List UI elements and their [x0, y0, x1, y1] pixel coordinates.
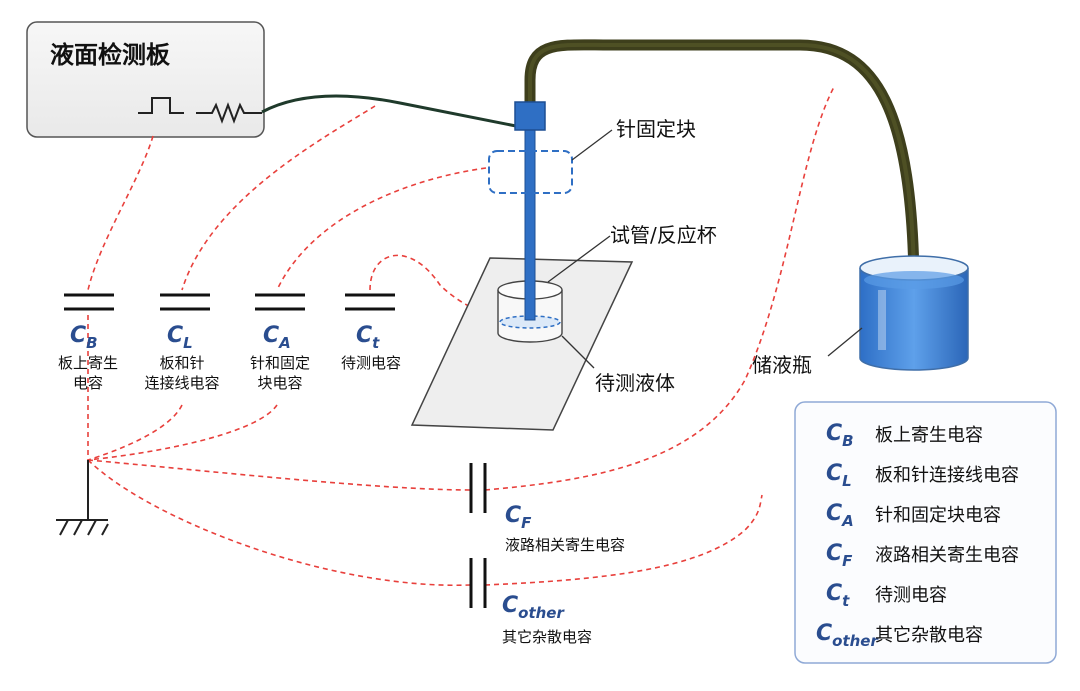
svg-text:连接线电容: 连接线电容 [144, 374, 219, 392]
svg-text:块电容: 块电容 [257, 374, 302, 392]
svg-text:Ct: Ct [356, 323, 380, 352]
legend-item: CA 针和固定块电容 [826, 501, 1001, 530]
label-liquid: 待测液体 [595, 371, 675, 395]
pulse-icon [138, 97, 184, 114]
connection-wire [261, 94, 517, 128]
legend-item: CB 板上寄生电容 [826, 421, 983, 450]
legend-symbol: CL [826, 461, 852, 490]
probe-needle [524, 129, 536, 321]
cap-label-l: CL 板和针 连接线电容 [144, 323, 219, 392]
needle-top-block [514, 101, 546, 131]
liquid-hose [524, 39, 920, 286]
legend-description: 待测电容 [875, 585, 947, 606]
legend [794, 401, 1057, 664]
svg-text:待测电容: 待测电容 [341, 354, 401, 372]
board-title: 液面检测板 [50, 41, 171, 69]
svg-text:CA: CA [263, 323, 291, 352]
legend-description: 针和固定块电容 [875, 505, 1001, 526]
callout-lines [547, 129, 863, 369]
vertical-capacitor-other: Cother 其它杂散电容 [469, 558, 592, 646]
resistor-icon [196, 102, 262, 124]
legend-description: 板上寄生电容 [875, 425, 983, 446]
svg-text:液路相关寄生电容: 液路相关寄生电容 [505, 536, 625, 554]
legend-item: Ct 待测电容 [826, 581, 947, 610]
legend-item: CF 液路相关寄生电容 [826, 541, 1019, 570]
svg-text:其它杂散电容: 其它杂散电容 [502, 628, 592, 646]
svg-text:Cother: Cother [502, 593, 565, 622]
legend-description: 液路相关寄生电容 [875, 545, 1019, 566]
capacitor-symbols [64, 293, 395, 311]
reservoir-bottle [859, 255, 969, 371]
label-bottle: 储液瓶 [752, 353, 812, 377]
svg-text:板上寄生: 板上寄生 [58, 354, 118, 372]
legend-description: 板和针连接线电容 [875, 465, 1019, 486]
parasitic-lines [87, 84, 836, 587]
cap-label-t: Ct 待测电容 [341, 323, 401, 372]
detection-board: 液面检测板 [26, 21, 265, 138]
legend-symbol: CA [826, 501, 854, 530]
legend-symbol: Ct [826, 581, 850, 610]
svg-text:CF: CF [505, 503, 532, 532]
sample-tray [410, 257, 634, 431]
cap-label-a: CA 针和固定 块电容 [250, 323, 310, 392]
legend-description: 其它杂散电容 [875, 625, 983, 646]
svg-text:针和固定: 针和固定 [250, 354, 310, 372]
cap-label-b: CB 板上寄生 电容 [58, 323, 118, 392]
vertical-capacitor-f: CF 液路相关寄生电容 [469, 463, 625, 554]
svg-text:电容: 电容 [73, 374, 103, 392]
svg-text:CL: CL [167, 323, 193, 352]
ground-icon [56, 460, 109, 536]
svg-text:CB: CB [70, 323, 98, 352]
label-tube: 试管/反应杯 [610, 223, 717, 247]
legend-symbol: CB [826, 421, 854, 450]
legend-item: CL 板和针连接线电容 [826, 461, 1019, 490]
legend-symbol: CF [826, 541, 853, 570]
label-needle-block: 针固定块 [616, 117, 696, 141]
legend-symbol: Cother [816, 621, 879, 650]
svg-text:板和针: 板和针 [159, 354, 204, 372]
needle-fixing-block [488, 150, 573, 194]
legend-items: CB 板上寄生电容 CL 板和针连接线电容 CA 针和固定块电容 CF 液路相关寄生电容 Ct 待… [816, 421, 1019, 650]
